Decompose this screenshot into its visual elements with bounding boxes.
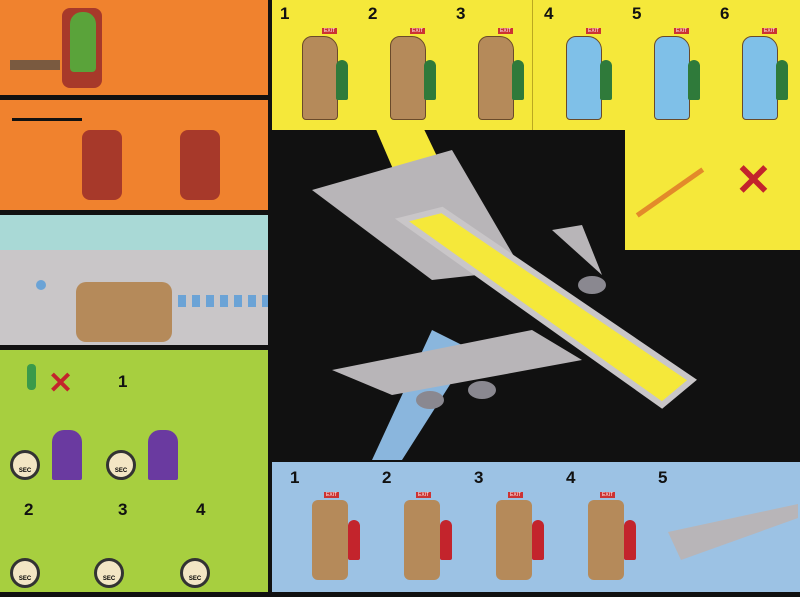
door-illustration bbox=[566, 36, 602, 120]
exit-sign: EXIT bbox=[416, 492, 432, 498]
step-number: 3 bbox=[118, 500, 128, 519]
seat-back-illustration bbox=[180, 130, 220, 200]
tail bbox=[552, 225, 602, 275]
exit-sign: EXIT bbox=[498, 28, 514, 34]
crew-illustration bbox=[600, 60, 612, 100]
passenger-illustration bbox=[70, 12, 96, 72]
seatbelt-panel bbox=[0, 0, 268, 95]
seatbelt-icon bbox=[10, 60, 60, 70]
stopwatch-icon: SEC bbox=[10, 558, 40, 588]
crew-illustration bbox=[336, 60, 348, 100]
slide-panel: ✕ bbox=[625, 130, 800, 250]
step-number: 6 bbox=[720, 4, 730, 23]
exit-sign: EXIT bbox=[410, 28, 426, 34]
step-number: 3 bbox=[474, 468, 484, 487]
door-illustration bbox=[404, 500, 440, 580]
door-illustration bbox=[588, 500, 624, 580]
seat-upright-illustration bbox=[82, 130, 122, 200]
step-number: 1 bbox=[290, 468, 300, 487]
brace-seat-panel bbox=[0, 100, 268, 210]
step-number: 5 bbox=[658, 468, 668, 487]
passenger-illustration bbox=[52, 430, 82, 480]
stopwatch-icon: SEC bbox=[180, 558, 210, 588]
exit-sign: EXIT bbox=[674, 28, 690, 34]
door-illustration bbox=[478, 36, 514, 120]
door-illustration bbox=[312, 500, 348, 580]
exit-sign: EXIT bbox=[586, 28, 602, 34]
door-illustration bbox=[654, 36, 690, 120]
door-illustration bbox=[302, 36, 338, 120]
crew-illustration bbox=[440, 520, 452, 560]
stopwatch-icon: SEC bbox=[106, 450, 136, 480]
door-illustration bbox=[390, 36, 426, 120]
no-smoking-icon: ✕ bbox=[48, 367, 74, 400]
door-illustration bbox=[496, 500, 532, 580]
door-illustration bbox=[742, 36, 778, 120]
step-number: 3 bbox=[456, 4, 466, 23]
slide-wrong-icon: ✕ bbox=[735, 156, 772, 205]
panel-divider bbox=[532, 0, 533, 130]
crew-illustration bbox=[424, 60, 436, 100]
fuselage bbox=[394, 206, 697, 409]
crew-illustration bbox=[348, 520, 360, 560]
window-row bbox=[178, 295, 268, 307]
step-number: 2 bbox=[24, 500, 34, 519]
stopwatch-icon: SEC bbox=[94, 558, 124, 588]
window-icon bbox=[36, 280, 46, 290]
exit-sign: EXIT bbox=[322, 28, 338, 34]
engine bbox=[578, 276, 606, 294]
step-number: 4 bbox=[196, 500, 206, 519]
engine bbox=[416, 391, 444, 409]
aircraft-exit-diagram bbox=[312, 130, 697, 460]
step-number: 1 bbox=[280, 4, 290, 23]
step-number: 1 bbox=[118, 372, 128, 391]
exit-sign: EXIT bbox=[508, 492, 524, 498]
runway-icon bbox=[12, 118, 82, 121]
brace-position-panel bbox=[0, 250, 268, 345]
step-number: 4 bbox=[544, 4, 554, 23]
crew-illustration bbox=[624, 520, 636, 560]
step-number: 4 bbox=[566, 468, 576, 487]
exit-sign: EXIT bbox=[762, 28, 778, 34]
step-number: 2 bbox=[368, 4, 378, 23]
passenger-illustration bbox=[148, 430, 178, 480]
crew-illustration bbox=[512, 60, 524, 100]
exit-sign: EXIT bbox=[600, 492, 616, 498]
engine bbox=[468, 381, 496, 399]
step-number: 2 bbox=[382, 468, 392, 487]
oxygen-panel: ✕ 1 2 3 4 SEC SEC SEC SEC SEC bbox=[0, 350, 268, 592]
wing-right bbox=[332, 330, 582, 395]
crew-illustration bbox=[776, 60, 788, 100]
step-number: 5 bbox=[632, 4, 642, 23]
exit-sign: EXIT bbox=[324, 492, 340, 498]
crew-illustration bbox=[688, 60, 700, 100]
brace-illustration bbox=[76, 282, 172, 342]
water-strip-panel bbox=[0, 215, 268, 250]
crew-illustration bbox=[532, 520, 544, 560]
oxygen-bottle-icon bbox=[27, 364, 36, 390]
door-operation-panel bbox=[272, 0, 800, 130]
stopwatch-icon: SEC bbox=[10, 450, 40, 480]
